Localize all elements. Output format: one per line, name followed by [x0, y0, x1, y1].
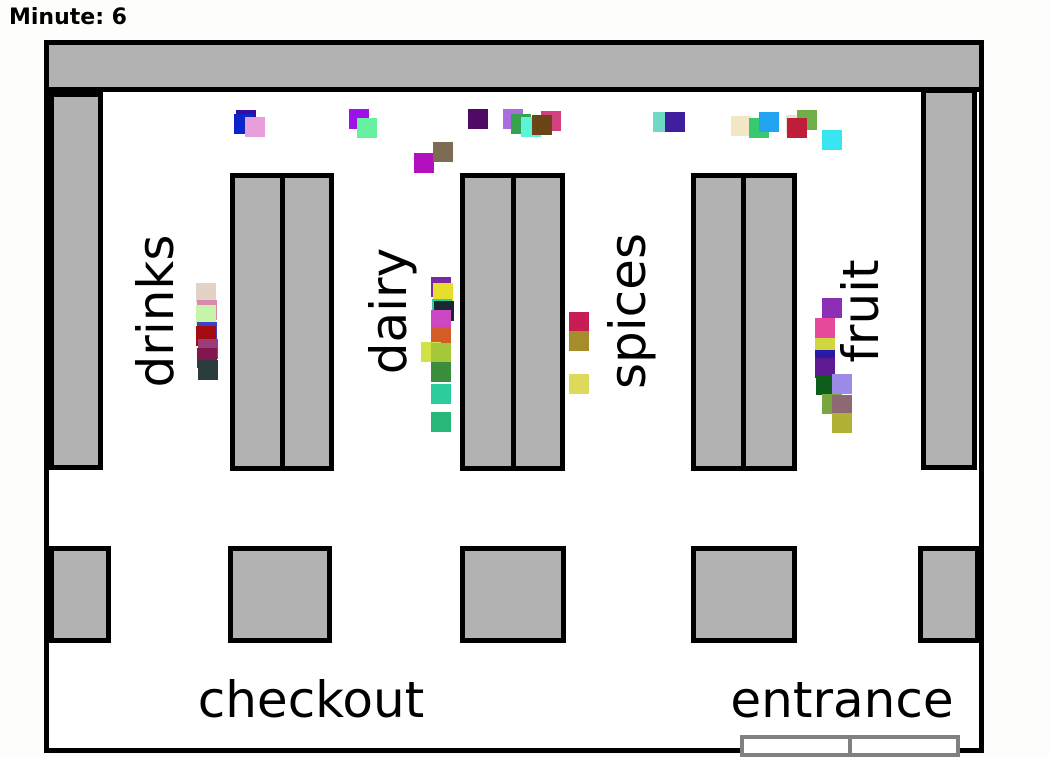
shopper-marker — [787, 118, 807, 138]
checkout-counter-4 — [691, 546, 797, 643]
aisle-shelf-3b — [741, 173, 797, 471]
shopper-marker — [569, 312, 589, 332]
shopper-marker — [731, 116, 751, 136]
checkout-counter-5 — [918, 546, 980, 643]
shopper-marker — [759, 112, 779, 132]
shopper-marker — [245, 117, 265, 137]
shopper-marker — [816, 375, 836, 395]
entrance-door-right — [848, 735, 960, 757]
shopper-marker — [815, 318, 835, 338]
right-wall-shelf — [921, 88, 977, 470]
shopper-marker — [431, 343, 451, 363]
shopper-marker — [665, 112, 685, 132]
shopper-marker — [431, 310, 451, 330]
shopper-marker — [431, 384, 451, 404]
shopper-marker — [468, 109, 488, 129]
minute-counter: Minute: 6 — [9, 5, 127, 30]
shopper-marker — [832, 395, 852, 415]
section-label-spices: spices — [599, 233, 657, 389]
checkout-counter-3 — [460, 546, 566, 643]
shopper-marker — [822, 298, 842, 318]
section-label-entrance: entrance — [730, 671, 954, 729]
section-label-dairy: dairy — [360, 247, 418, 375]
top-wall — [44, 40, 984, 92]
aisle-shelf-1b — [280, 173, 334, 471]
section-label-checkout: checkout — [197, 671, 425, 729]
shopper-marker — [431, 362, 451, 382]
section-label-fruit: fruit — [832, 259, 890, 363]
shopper-marker — [196, 283, 216, 303]
section-label-drinks: drinks — [127, 234, 185, 388]
checkout-counter-1 — [49, 546, 111, 643]
shopper-marker — [532, 115, 552, 135]
shopper-marker — [569, 374, 589, 394]
shopper-marker — [832, 413, 852, 433]
entrance-door-left — [740, 735, 852, 757]
shopper-marker — [569, 331, 589, 351]
shopper-marker — [822, 130, 842, 150]
shopper-marker — [832, 374, 852, 394]
shopper-marker — [198, 360, 218, 380]
shopper-marker — [414, 153, 434, 173]
shopper-marker — [196, 305, 216, 325]
aisle-shelf-1a — [230, 173, 286, 471]
aisle-shelf-2b — [511, 173, 565, 471]
shopper-marker — [431, 412, 451, 432]
shopper-marker — [357, 118, 377, 138]
left-wall-shelf — [49, 92, 103, 470]
shopper-marker — [433, 142, 453, 162]
checkout-counter-2 — [228, 546, 332, 643]
aisle-shelf-3a — [691, 173, 747, 471]
shopper-marker — [815, 358, 835, 378]
shopper-marker — [433, 283, 453, 303]
aisle-shelf-2a — [460, 173, 517, 471]
